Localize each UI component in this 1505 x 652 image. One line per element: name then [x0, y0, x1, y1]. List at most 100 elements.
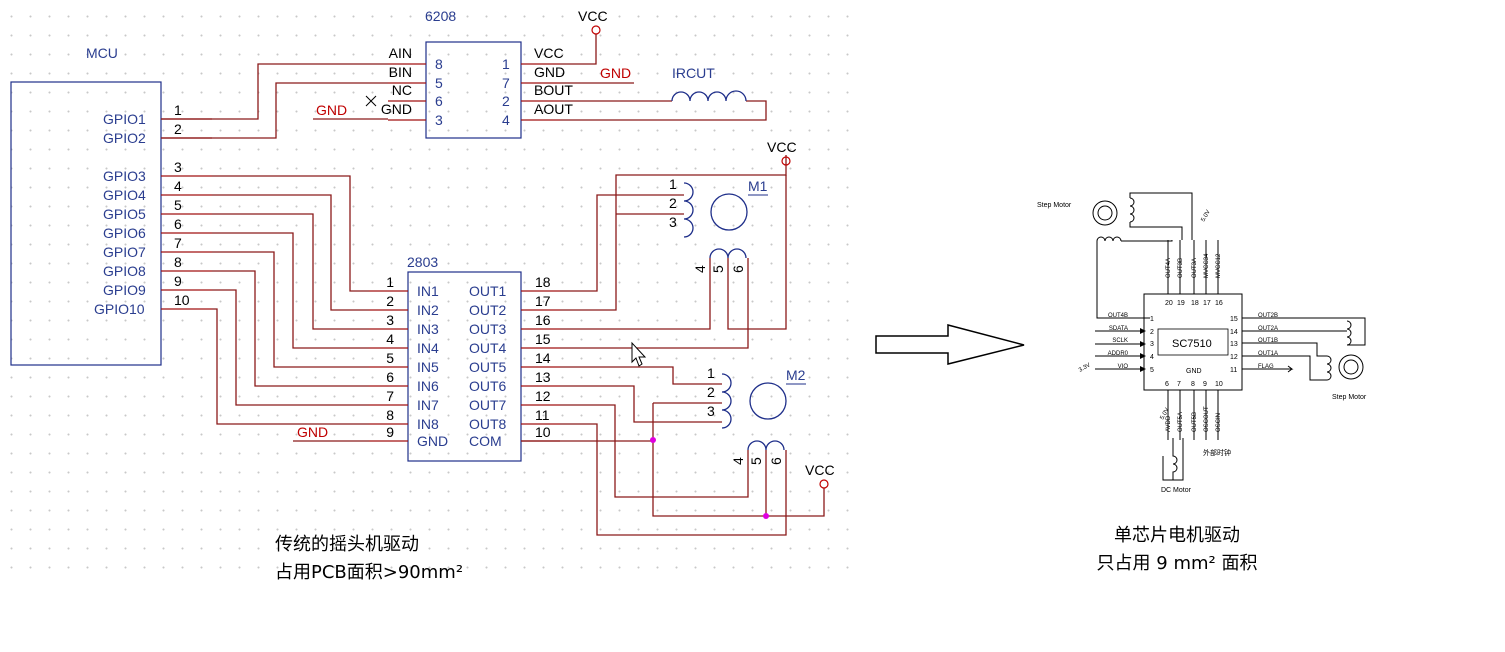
chip-2803-left-pin-label: IN6 [417, 378, 439, 394]
sc7510-left-pin-number: 5 [1150, 367, 1154, 374]
chip-2803-right-pin-label: COM [469, 433, 502, 449]
sc7510-left-pin-signal: VIO [1118, 364, 1129, 370]
sc7510-left-pin-signal: ADDR0 [1108, 351, 1129, 357]
sc7510-pins: 20OUT4A19OUT3B18OUT3A17MVCC3416MVCC121OU… [1108, 240, 1280, 440]
sc7510-bottom-pin-number: 7 [1177, 381, 1181, 388]
chip-2803-right-pin-number: 15 [535, 331, 551, 347]
wire-vcc-6208 [560, 34, 597, 65]
sc7510-right-pin-signal: OUT1A [1258, 351, 1278, 357]
chip-2803-name: 2803 [407, 254, 438, 270]
chip-2803-left-pin-number: 7 [386, 388, 394, 404]
chip-2803-left-pin-label: IN1 [417, 283, 439, 299]
wire-gpio2-bin [161, 82, 388, 139]
chip-2803-right-pin-label: OUT3 [469, 321, 507, 337]
sc7510-right-pin-signal: OUT2B [1258, 313, 1278, 319]
sc7510-right-pin-number: 12 [1230, 354, 1238, 361]
motor-m1-coil-a-icon [683, 182, 694, 238]
wire-out4-m1 [560, 258, 749, 349]
step-motor-top-label: Step Motor [1037, 202, 1072, 209]
motor-pin-number: 4 [692, 265, 708, 273]
sc7510-name: SC7510 [1172, 338, 1212, 350]
chip-6208-right-pin-label: AOUT [534, 101, 573, 117]
motor-m1-rotor-icon [710, 193, 748, 231]
left-caption-line1: 传统的摇头机驱动 [275, 534, 419, 555]
dc-motor-label: DC Motor [1161, 487, 1192, 494]
step-coil-top-b-icon [1096, 236, 1122, 242]
mcu-pin-number: 8 [174, 254, 182, 270]
step-motor-right-icon [1338, 354, 1364, 380]
sc7510-left-pin-signal: SCLK [1112, 338, 1128, 344]
sc7510-left-pin-number: 3 [1150, 341, 1154, 348]
chip-2803-left-pin-number: 6 [386, 369, 394, 385]
left-caption: 传统的摇头机驱动 占用PCB面积>90mm² [275, 531, 463, 587]
single-chip-schematic: SC7510 GND 20OUT4A19OUT3B18OUT3A17MVCC34… [1037, 192, 1367, 494]
dc-motor-coil-icon [1162, 438, 1184, 481]
wire-out3-m1 [560, 258, 711, 330]
chip-6208-right-pin-number: 7 [502, 75, 510, 91]
chip-2803-left-pin-label: IN2 [417, 302, 439, 318]
chip-2803-left-pin-label: IN4 [417, 340, 439, 356]
chip-6208-right-pin-number: 4 [502, 112, 510, 128]
sc7510-right-pin-number: 15 [1230, 316, 1238, 323]
mcu-title: MCU [86, 45, 118, 61]
wire-gpio-to-2803 [212, 175, 369, 292]
ircut-coil-icon [671, 90, 747, 102]
chip-6208-left-pin-number: 3 [435, 112, 443, 128]
chip-6208-left-pin-label: AIN [389, 45, 412, 61]
motor-m2-rotor-icon [749, 382, 787, 420]
wires-gpio-to-2803 [212, 175, 369, 425]
vcc-label-m1: VCC [767, 139, 797, 155]
chip-6208-left-pin-label: BIN [389, 64, 412, 80]
chip-2803-right-pin-number: 16 [535, 312, 551, 328]
chip-6208-left-pin-number: 8 [435, 56, 443, 72]
motor-m2-coil-a-icon [721, 373, 732, 429]
wire-right-motor [1280, 317, 1366, 346]
mcu-pin-number: 3 [174, 159, 182, 175]
wire-out5-m2 [560, 366, 722, 385]
chip-2803-left-pin-label: GND [417, 433, 448, 449]
gnd-label-6208-left: GND [316, 102, 347, 118]
chip-2803-right-pin-label: OUT7 [469, 397, 507, 413]
motor-pin-number: 2 [707, 384, 715, 400]
sc7510-gnd: GND [1186, 368, 1202, 375]
right-caption-line2: 只占用 9 mm² 面积 [1096, 553, 1258, 574]
wire-gpio-to-2803 [212, 289, 369, 406]
vcc-label-6208: VCC [578, 8, 608, 24]
motor-pin-number: 1 [707, 365, 715, 381]
vcc-terminal-m1-icon [781, 156, 791, 166]
sc7510-top-pin-number: 16 [1215, 300, 1223, 307]
wire-right-motor-b [1280, 342, 1327, 381]
chip-2803-left-pin-label: IN3 [417, 321, 439, 337]
wire-top-motor-b [1096, 240, 1173, 319]
chip-2803-left-pin-number: 4 [386, 331, 394, 347]
wire-gpio-to-2803 [212, 194, 369, 311]
chip-2803-right-pin-number: 10 [535, 424, 551, 440]
chip-2803-right-pin-number: 14 [535, 350, 551, 366]
chip-2803-left-pin-label: IN8 [417, 416, 439, 432]
motor-pin-number: 3 [669, 214, 677, 230]
mcu-pin-number: 6 [174, 216, 182, 232]
gnd-label-2803: GND [297, 424, 328, 440]
sc7510-bottom-pin-signal: AVDD [1166, 415, 1172, 432]
chip-6208-right-pin-label: VCC [534, 45, 564, 61]
sc7510-name-frame [1157, 328, 1229, 356]
volt-5v-top: 5.0V [1201, 209, 1212, 223]
sc7510-bottom-pin-signal: OUT5B [1192, 412, 1198, 432]
sc7510-bottom-pin-signal: OSCIN [1216, 413, 1222, 432]
volt-5v-bottom: 5.0V [1160, 407, 1171, 421]
chip-2803-left-pin-number: 9 [386, 424, 394, 440]
chip-2803-right-pin-label: OUT1 [469, 283, 507, 299]
sc7510-bottom-pin-signal: OUT5A [1178, 412, 1184, 432]
sc7510-top-pin-signal: OUT3A [1192, 258, 1198, 278]
motor-pin-number: 4 [730, 457, 746, 465]
chip-2803-left-pin-number: 3 [386, 312, 394, 328]
sc7510-right-pin-number: 13 [1230, 341, 1238, 348]
mcu-pin-label: GPIO7 [103, 244, 146, 260]
chip-6208-right-pin-number: 2 [502, 93, 510, 109]
wire-out1-m1 [560, 194, 684, 292]
sc7510-left-pin-number: 2 [1150, 329, 1154, 336]
wire-gpio-to-2803 [212, 213, 369, 330]
wire-gpio-to-2803 [212, 232, 369, 349]
